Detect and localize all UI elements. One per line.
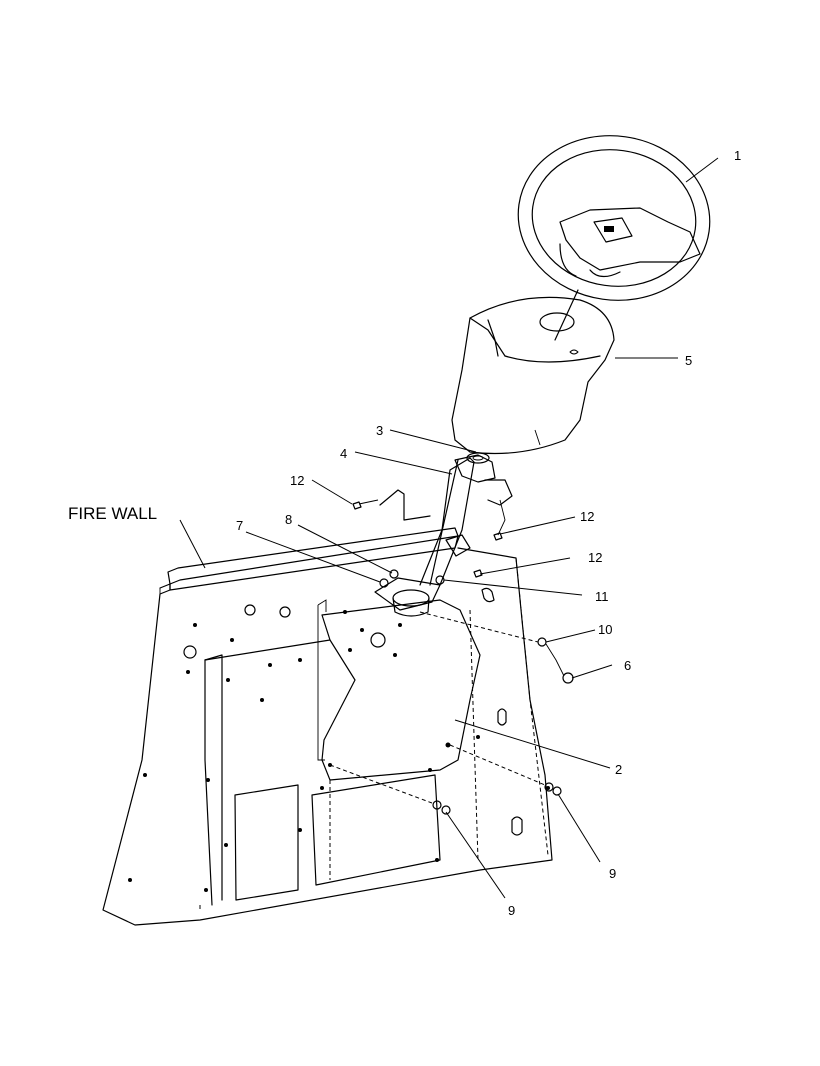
steering-column-shaft (374, 452, 513, 617)
callout-labels: FIRE WALL 1 5 3 4 12 12 12 11 10 6 2 9 9… (68, 148, 741, 918)
fasteners (329, 499, 574, 815)
callout-10: 10 (598, 622, 612, 637)
callout-7: 7 (236, 518, 243, 533)
callout-9-bottom: 9 (508, 903, 515, 918)
leader-lines (179, 157, 719, 899)
callout-12-b: 12 (580, 509, 594, 524)
callout-1: 1 (734, 148, 741, 163)
firewall-panel (102, 527, 553, 926)
callout-4: 4 (340, 446, 347, 461)
column-shroud (451, 296, 615, 455)
firewall-label: FIRE WALL (68, 504, 157, 523)
callout-8: 8 (285, 512, 292, 527)
mounting-holes (128, 610, 550, 892)
steering-wheel (517, 135, 711, 341)
callout-11: 11 (595, 589, 609, 604)
callout-12-a: 12 (290, 473, 304, 488)
callout-6: 6 (624, 658, 631, 673)
callout-5: 5 (685, 353, 692, 368)
callout-2: 2 (615, 762, 622, 777)
callout-9-right: 9 (609, 866, 616, 881)
callout-12-c: 12 (588, 550, 602, 565)
callout-3: 3 (376, 423, 383, 438)
